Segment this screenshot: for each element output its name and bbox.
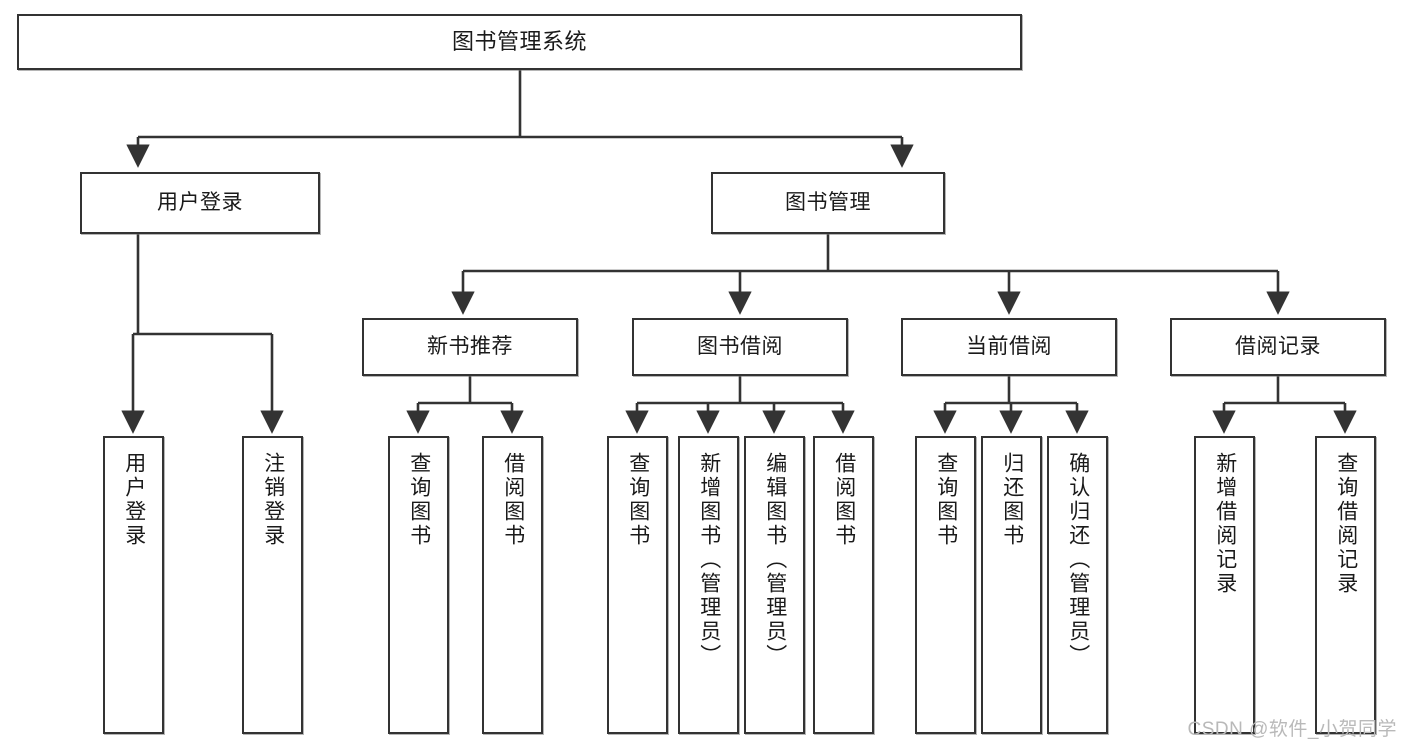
leaf-book-borrow-borrow[interactable]: 借阅图书 bbox=[813, 436, 874, 734]
node-label: 借阅图书 bbox=[501, 452, 525, 548]
leaf-new-book-borrow[interactable]: 借阅图书 bbox=[482, 436, 543, 734]
node-label: 用户登录 bbox=[122, 452, 146, 548]
leaf-current-borrow-return[interactable]: 归还图书 bbox=[981, 436, 1042, 734]
csdn-watermark: CSDN @软件_小贺同学 bbox=[1187, 719, 1397, 740]
node-borrow-record[interactable]: 借阅记录 bbox=[1170, 318, 1386, 376]
node-label: 用户登录 bbox=[157, 191, 243, 215]
leaf-current-borrow-confirm-return[interactable]: 确认归还（管理员） bbox=[1047, 436, 1108, 734]
node-label: 图书管理 bbox=[785, 191, 871, 215]
leaf-borrow-record-add[interactable]: 新增借阅记录 bbox=[1194, 436, 1255, 734]
leaf-book-borrow-query[interactable]: 查询图书 bbox=[607, 436, 668, 734]
leaf-current-borrow-query[interactable]: 查询图书 bbox=[915, 436, 976, 734]
node-label: 归还图书 bbox=[1000, 452, 1024, 548]
node-label: 借阅记录 bbox=[1235, 335, 1321, 359]
node-label: 确认归还（管理员） bbox=[1066, 452, 1090, 668]
node-label: 新书推荐 bbox=[427, 335, 513, 359]
node-root-system[interactable]: 图书管理系统 bbox=[17, 14, 1022, 70]
node-book-borrow[interactable]: 图书借阅 bbox=[632, 318, 848, 376]
leaf-borrow-record-query[interactable]: 查询借阅记录 bbox=[1315, 436, 1376, 734]
node-label: 查询图书 bbox=[934, 452, 958, 548]
node-new-book-recommend[interactable]: 新书推荐 bbox=[362, 318, 578, 376]
node-label: 注销登录 bbox=[261, 452, 285, 548]
node-label: 查询借阅记录 bbox=[1334, 452, 1358, 596]
leaf-new-book-query[interactable]: 查询图书 bbox=[388, 436, 449, 734]
node-label: 当前借阅 bbox=[966, 335, 1052, 359]
node-label: 图书管理系统 bbox=[451, 28, 587, 54]
node-label: 编辑图书（管理员） bbox=[763, 452, 787, 668]
node-label: 新增借阅记录 bbox=[1213, 452, 1237, 596]
node-label: 查询图书 bbox=[407, 452, 431, 548]
node-book-management[interactable]: 图书管理 bbox=[711, 172, 945, 234]
node-label: 新增图书（管理员） bbox=[697, 452, 721, 668]
node-current-borrow[interactable]: 当前借阅 bbox=[901, 318, 1117, 376]
node-label: 查询图书 bbox=[626, 452, 650, 548]
node-user-login[interactable]: 用户登录 bbox=[80, 172, 320, 234]
leaf-book-borrow-edit[interactable]: 编辑图书（管理员） bbox=[744, 436, 805, 734]
leaf-book-borrow-add[interactable]: 新增图书（管理员） bbox=[678, 436, 739, 734]
node-label: 图书借阅 bbox=[697, 335, 783, 359]
node-label: 借阅图书 bbox=[832, 452, 856, 548]
leaf-user-login-login[interactable]: 用户登录 bbox=[103, 436, 164, 734]
leaf-user-login-logout[interactable]: 注销登录 bbox=[242, 436, 303, 734]
